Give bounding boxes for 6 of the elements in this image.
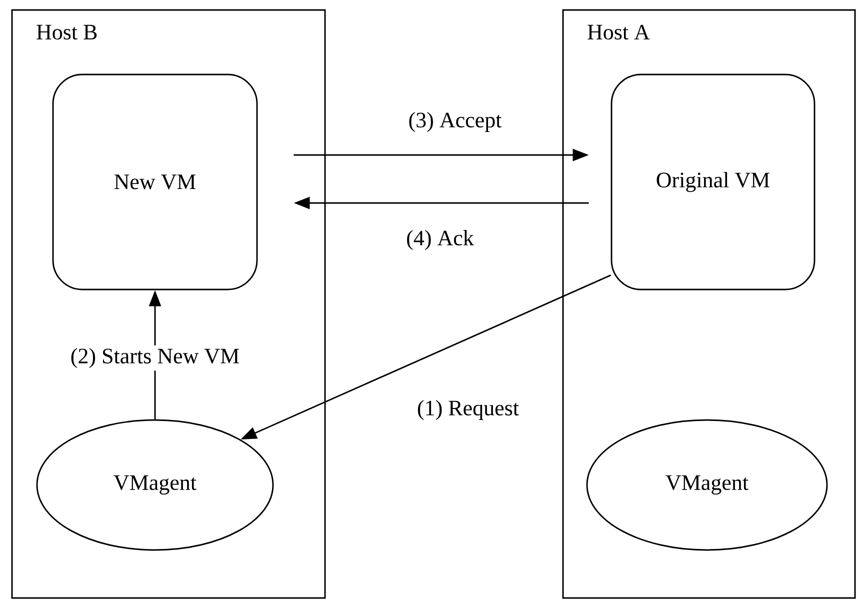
edge-label: (1) Request — [414, 397, 522, 423]
edge-label: (3) Accept — [406, 109, 504, 135]
edge-label: (4) Ack — [403, 227, 477, 253]
edge-label: (2) Starts New VM — [68, 345, 242, 371]
vm-box: Original VM — [610, 74, 816, 290]
vm-box: New VM — [52, 74, 258, 290]
